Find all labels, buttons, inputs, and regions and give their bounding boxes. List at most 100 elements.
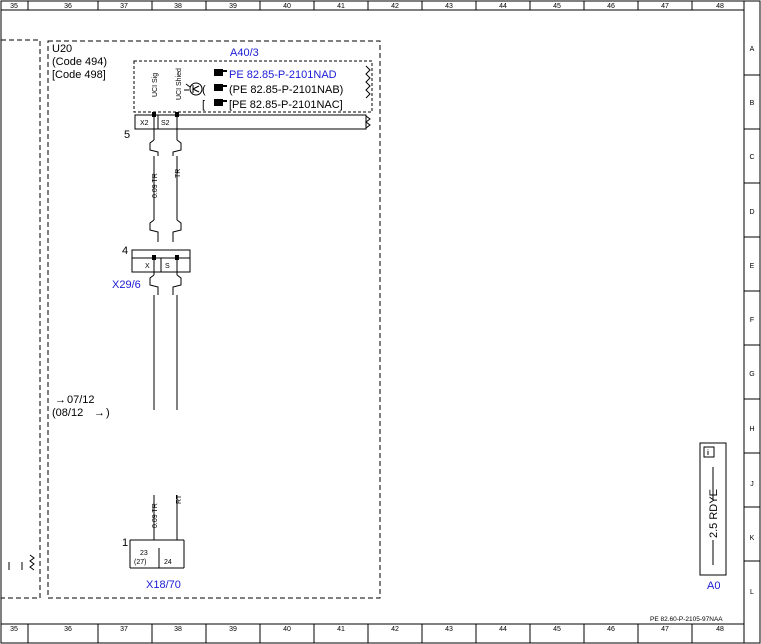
pin-row-box (134, 114, 367, 130)
pin-label-sig: UCI Sig (152, 73, 159, 97)
wire-pair-bottom (153, 495, 178, 540)
row-j: J (750, 481, 754, 488)
crossref-arrow-1: → (55, 394, 66, 406)
col-top-42: 42 (391, 3, 399, 10)
component-a40-3-box (133, 60, 373, 113)
col-bottom-36: 36 (64, 626, 72, 633)
col-bottom-44: 44 (499, 626, 507, 633)
row-k: K (750, 535, 755, 542)
col-top-41: 41 (337, 3, 345, 10)
col-top-48: 48 (716, 3, 724, 10)
col-bottom-38: 38 (174, 626, 182, 633)
pin-s2: S2 (161, 120, 170, 127)
row-h: H (749, 426, 754, 433)
module-id: U20 (52, 43, 72, 55)
prev-module-border (1, 39, 41, 599)
col-top-39: 39 (229, 3, 237, 10)
legend-box (699, 442, 727, 576)
crossref-2[interactable]: (08/12 (52, 407, 83, 419)
row-e: E (750, 263, 755, 270)
legend-wire-spec: 2.5 RDYE (708, 489, 720, 538)
component-ref-3-bracket: [ (202, 99, 205, 111)
pin-marker (152, 255, 156, 260)
pin-label-shield: UCI Shied (176, 68, 183, 100)
x18-connector-box (129, 539, 185, 569)
col-top-43: 43 (445, 3, 453, 10)
wire-label-1: 0.09 TR (152, 173, 159, 198)
x18-wire-label-a: 0.09 TR (152, 503, 159, 528)
col-bottom-46: 46 (607, 626, 615, 633)
col-bottom-35: 35 (10, 626, 18, 633)
module-code-2: [Code 498] (52, 69, 106, 81)
crossref-arrow-2: → (94, 407, 105, 419)
x18-pin-number: 1 (122, 537, 128, 549)
prev-module-terminal (8, 554, 35, 571)
x18-pin-b: 24 (164, 559, 172, 566)
col-top-36: 36 (64, 3, 72, 10)
pin-marker (152, 112, 156, 117)
pin-x2: X2 (140, 120, 149, 127)
x29-pin-s: S (165, 263, 170, 270)
x29-pin-x: X (145, 263, 150, 270)
wire-label-2: TR (175, 169, 182, 178)
module-u20-border (47, 40, 381, 599)
wire-pair-lower (149, 260, 182, 410)
row-g: G (749, 371, 754, 378)
x29-pin-number: 4 (122, 245, 128, 257)
row-d: D (749, 209, 754, 216)
col-bottom-45: 45 (553, 626, 561, 633)
row-l: L (750, 589, 754, 596)
document-reference: PE 82.60-P-2105-97NAA (650, 616, 723, 623)
pin-marker (175, 255, 179, 260)
col-bottom-39: 39 (229, 626, 237, 633)
col-bottom-42: 42 (391, 626, 399, 633)
component-ref-2-bracket: ( (202, 84, 206, 96)
row-c: C (749, 154, 754, 161)
info-icon (703, 446, 715, 458)
row-a: A (750, 46, 755, 53)
pin-row-break-mark (365, 115, 371, 129)
pin-marker (175, 112, 179, 117)
pin-number-5: 5 (124, 129, 130, 141)
transceiver-icon (184, 82, 203, 96)
col-top-38: 38 (174, 3, 182, 10)
module-code-1: (Code 494) (52, 56, 107, 68)
component-ref-2[interactable]: (PE 82.85-P-2101NAB) (229, 84, 343, 96)
col-bottom-48: 48 (716, 626, 724, 633)
col-top-44: 44 (499, 3, 507, 10)
col-top-45: 45 (553, 3, 561, 10)
row-f: F (750, 317, 754, 324)
x18-pin-a-alt: (27) (134, 559, 146, 566)
pointing-hand-icon (214, 69, 227, 76)
col-top-46: 46 (607, 3, 615, 10)
col-top-40: 40 (283, 3, 291, 10)
x18-pin-a: 23 (140, 550, 148, 557)
col-bottom-41: 41 (337, 626, 345, 633)
col-top-35: 35 (10, 3, 18, 10)
component-break-mark (365, 65, 371, 99)
pointing-hand-icon (214, 84, 227, 91)
row-separators (744, 74, 760, 562)
wire-pair-upper (149, 117, 182, 242)
component-ref-1[interactable]: PE 82.85-P-2101NAD (229, 69, 337, 81)
component-id[interactable]: A40/3 (230, 47, 259, 59)
crossref-1[interactable]: 07/12 (67, 394, 95, 406)
col-top-37: 37 (120, 3, 128, 10)
x18-connector-id[interactable]: X18/70 (146, 579, 181, 591)
col-top-47: 47 (661, 3, 669, 10)
component-ref-3[interactable]: [PE 82.85-P-2101NAC] (229, 99, 343, 111)
legend-label[interactable]: A0 (707, 580, 720, 592)
x18-wire-label-b: RT (176, 494, 183, 504)
col-bottom-40: 40 (283, 626, 291, 633)
x29-connector-id[interactable]: X29/6 (112, 279, 141, 291)
column-separators (27, 1, 693, 643)
crossref-close-paren: ) (106, 407, 110, 419)
pointing-hand-icon (214, 99, 227, 106)
col-bottom-37: 37 (120, 626, 128, 633)
row-b: B (750, 100, 755, 107)
col-bottom-43: 43 (445, 626, 453, 633)
col-bottom-47: 47 (661, 626, 669, 633)
info-icon-label: i (707, 450, 709, 457)
